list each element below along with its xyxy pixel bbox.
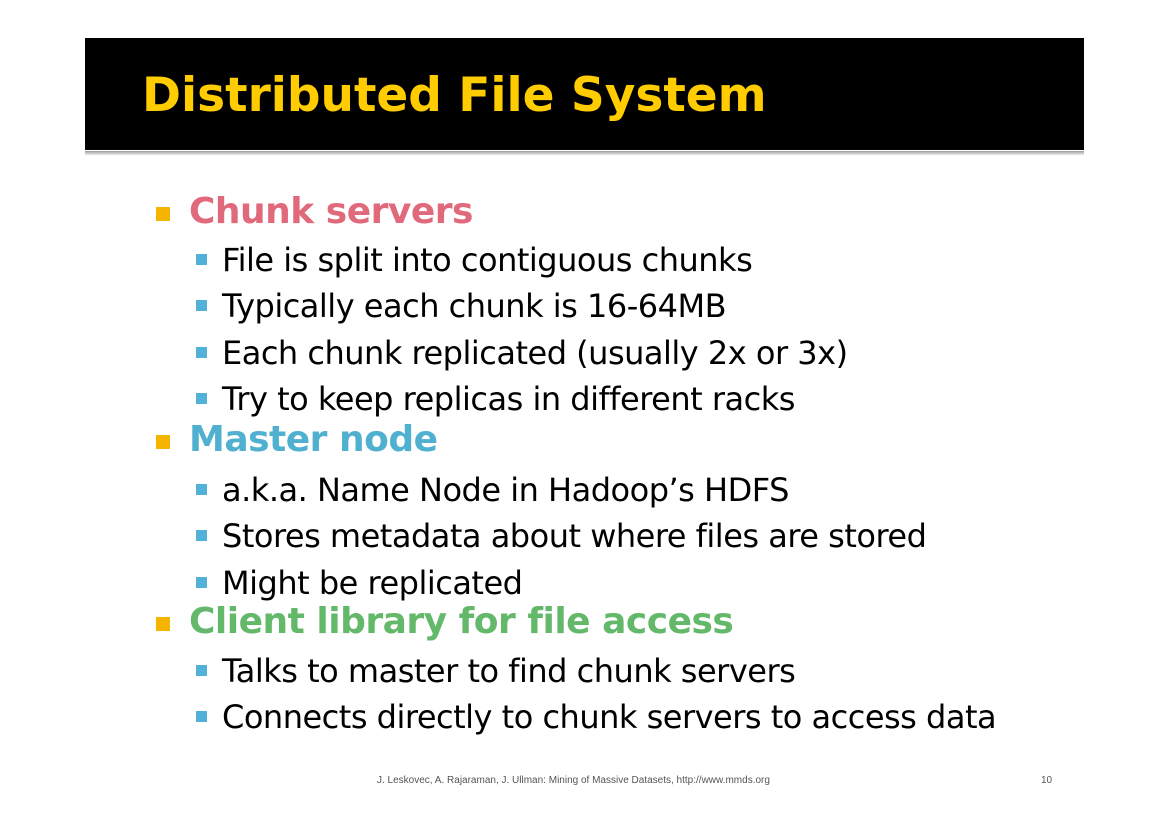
list-item: Typically each chunk is 16-64MB <box>222 287 727 325</box>
footer-citation: J. Leskovec, A. Rajaraman, J. Ullman: Mi… <box>377 775 770 786</box>
section-heading-master-node: Master node <box>189 419 438 460</box>
list-item: Might be replicated <box>222 564 523 602</box>
list-item: File is split into contiguous chunks <box>222 241 753 279</box>
square-bullet-icon <box>196 530 207 541</box>
list-item: Stores metadata about where files are st… <box>222 517 927 555</box>
square-bullet-icon <box>196 484 207 495</box>
square-bullet-icon <box>196 347 207 358</box>
list-item: Try to keep replicas in different racks <box>222 380 795 418</box>
square-bullet-icon <box>156 435 170 449</box>
square-bullet-icon <box>196 300 207 311</box>
title-divider <box>85 150 1084 155</box>
section-heading-client-library: Client library for file access <box>189 601 734 642</box>
square-bullet-icon <box>196 711 207 722</box>
section-heading-chunk-servers: Chunk servers <box>189 191 473 232</box>
title-bar <box>85 38 1084 150</box>
list-item: Talks to master to find chunk servers <box>222 652 796 690</box>
square-bullet-icon <box>196 577 207 588</box>
list-item: Connects directly to chunk servers to ac… <box>222 698 997 736</box>
list-item: a.k.a. Name Node in Hadoop’s HDFS <box>222 471 789 509</box>
square-bullet-icon <box>196 254 207 265</box>
page-number: 10 <box>1041 775 1053 786</box>
square-bullet-icon <box>156 617 170 631</box>
slide-title: Distributed File System <box>142 68 767 123</box>
square-bullet-icon <box>196 393 207 404</box>
square-bullet-icon <box>196 665 207 676</box>
square-bullet-icon <box>156 207 170 221</box>
list-item: Each chunk replicated (usually 2x or 3x) <box>222 334 848 372</box>
